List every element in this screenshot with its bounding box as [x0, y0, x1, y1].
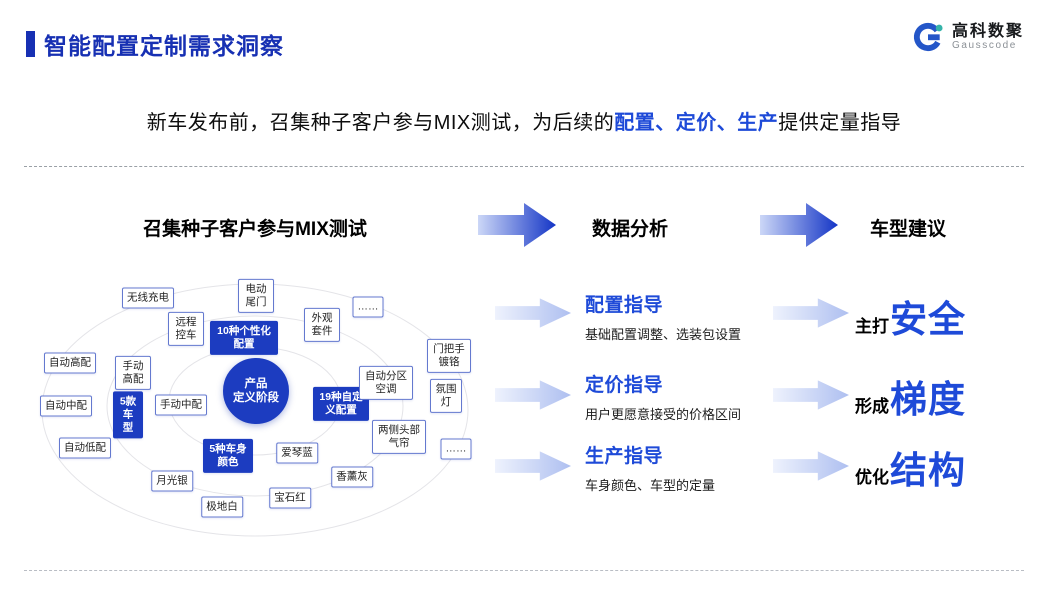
bottom-divider	[24, 570, 1024, 571]
top-divider	[24, 166, 1024, 167]
header: 智能配置定制需求洞察	[26, 27, 284, 61]
analysis-desc: 用户更愿意接受的价格区间	[585, 407, 742, 422]
right-column-heading: 车型建议	[869, 219, 947, 240]
mid-column-heading: 数据分析	[591, 219, 669, 240]
left-column-heading: 召集种子客户参与MIX测试	[143, 219, 367, 240]
subtitle-suffix: 提供定量指导	[778, 112, 902, 134]
diagram-node: 19种自定义配置	[313, 386, 369, 422]
diagram-node: 远程控车	[168, 311, 204, 347]
analysis-title: 生产指导	[585, 446, 664, 467]
row-arrow-icon	[495, 298, 571, 328]
page-title: 智能配置定制需求洞察	[44, 33, 284, 59]
diagram-node: 5种车身颜色	[203, 438, 253, 474]
diagram-node: ……	[352, 296, 384, 318]
suggestion-prefix: 优化	[855, 468, 889, 487]
diagram-node: 手动中配	[155, 394, 207, 416]
gausscode-logo-icon	[913, 22, 943, 52]
diagram-node: 电动尾门	[238, 278, 274, 314]
diagram-node: 氛围灯	[430, 378, 462, 414]
diagram-node: 外观套件	[304, 307, 340, 343]
analysis-row: 定价指导 用户更愿意接受的价格区间	[585, 370, 741, 423]
suggestion-word: 结构	[890, 450, 966, 491]
diagram-node: 自动低配	[59, 437, 111, 459]
diagram-node: 自动分区空调	[359, 365, 413, 401]
diagram-node: 极地白	[201, 496, 243, 518]
row-arrow-icon	[495, 451, 571, 481]
suggestion-prefix: 主打	[855, 317, 889, 336]
diagram-node: 10种个性化配置	[210, 320, 278, 356]
analysis-desc: 车身颜色、车型的定量	[585, 478, 716, 493]
row-arrow-icon	[773, 380, 849, 410]
diagram-node: ……	[440, 438, 472, 460]
diagram-node: 手动高配	[115, 355, 151, 391]
slide-subtitle: 新车发布前，召集种子客户参与MIX测试，为后续的配置、定价、生产提供定量指导	[0, 106, 1048, 135]
diagram-node: 爱琴蓝	[276, 442, 318, 464]
suggestion-prefix: 形成	[855, 397, 889, 416]
diagram-node: 月光银	[151, 470, 193, 492]
suggestion-word: 安全	[890, 299, 966, 340]
diagram-node: 5款车型	[113, 391, 143, 439]
subtitle-prefix: 新车发布前，召集种子客户参与MIX测试，为后续的	[146, 112, 615, 134]
center-node-line1: 产品	[244, 377, 268, 390]
flow-arrow-icon	[760, 203, 838, 247]
analysis-row: 生产指导 车身颜色、车型的定量	[585, 441, 715, 494]
diagram-center-node: 产品 定义阶段	[223, 358, 289, 424]
logo-subtext: Gausscode	[951, 40, 1017, 52]
suggestion-row: 主打 安全	[855, 289, 966, 343]
suggestion-row: 形成 梯度	[855, 369, 966, 423]
diagram-node: 门把手镀铬	[427, 338, 471, 374]
logo-text: 高科数聚 Gausscode	[952, 23, 1024, 52]
diagram-node: 宝石红	[269, 487, 311, 509]
analysis-row: 配置指导 基础配置调整、选装包设置	[585, 290, 741, 343]
diagram-node: 无线充电	[122, 287, 174, 309]
center-node-line2: 定义阶段	[233, 392, 279, 404]
suggestion-word: 梯度	[890, 379, 966, 420]
company-logo: 高科数聚 Gausscode	[911, 20, 1024, 54]
analysis-title: 定价指导	[585, 375, 664, 396]
diagram-node: 自动中配	[40, 395, 92, 417]
row-arrow-icon	[773, 451, 849, 481]
suggestion-row: 优化 结构	[855, 440, 966, 494]
diagram-node: 自动高配	[44, 352, 96, 374]
diagram-node: 香薰灰	[331, 466, 373, 488]
logo-name: 高科数聚	[951, 22, 1024, 40]
analysis-title: 配置指导	[585, 295, 664, 316]
flow-arrow-icon	[478, 203, 556, 247]
subtitle-highlight: 配置、定价、生产	[614, 112, 779, 134]
row-arrow-icon	[495, 380, 571, 410]
analysis-desc: 基础配置调整、选装包设置	[585, 327, 742, 342]
row-arrow-icon	[773, 298, 849, 328]
title-accent-bar	[26, 31, 35, 57]
mix-test-bubble-diagram: 无线充电 电动尾门 远程控车 10种个性化配置 外观套件 …… 自动高配 手动高…	[30, 268, 490, 560]
diagram-node: 两侧头部气帘	[372, 419, 426, 455]
